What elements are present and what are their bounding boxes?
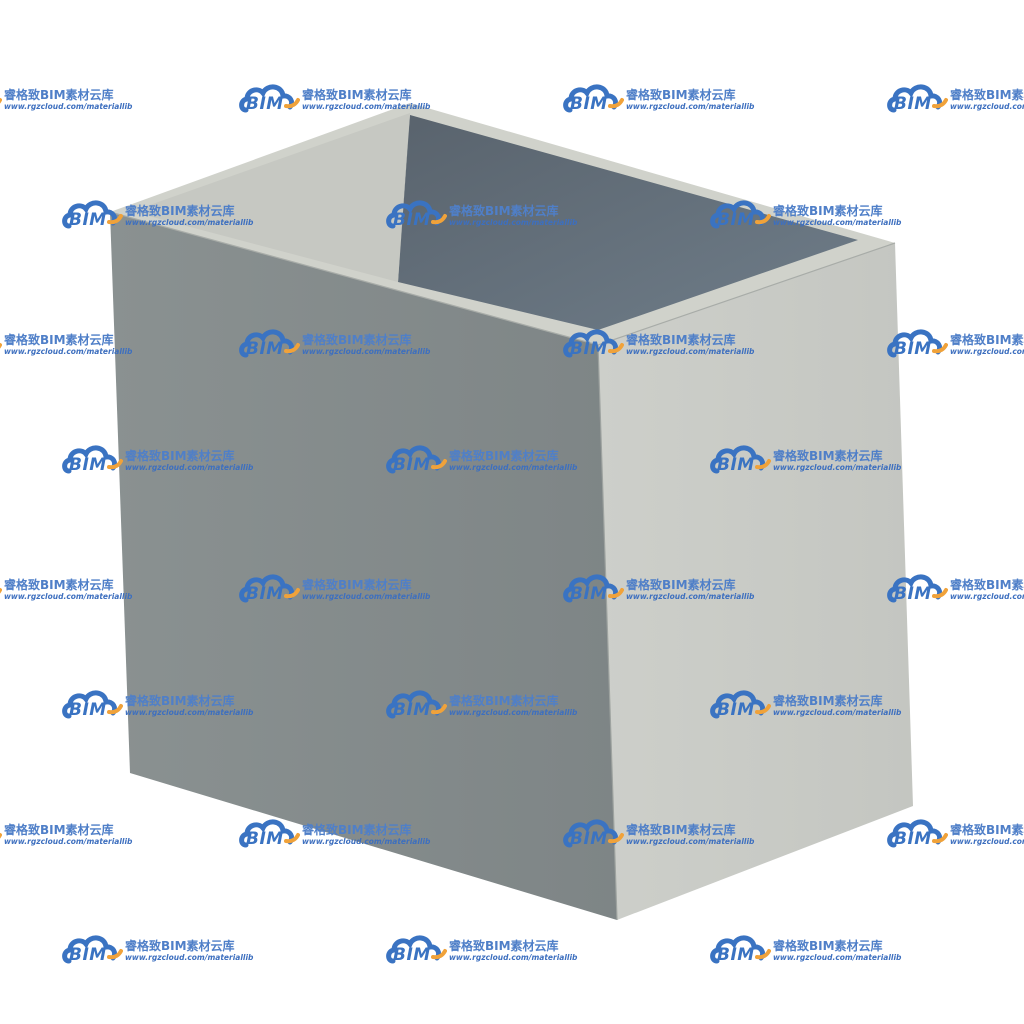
box-right-face bbox=[598, 243, 913, 920]
box-inner-back-wall bbox=[398, 115, 858, 330]
box-rim-inner-left bbox=[130, 113, 410, 282]
box-front-face bbox=[110, 212, 617, 920]
box-inner-left-wall bbox=[398, 115, 410, 282]
